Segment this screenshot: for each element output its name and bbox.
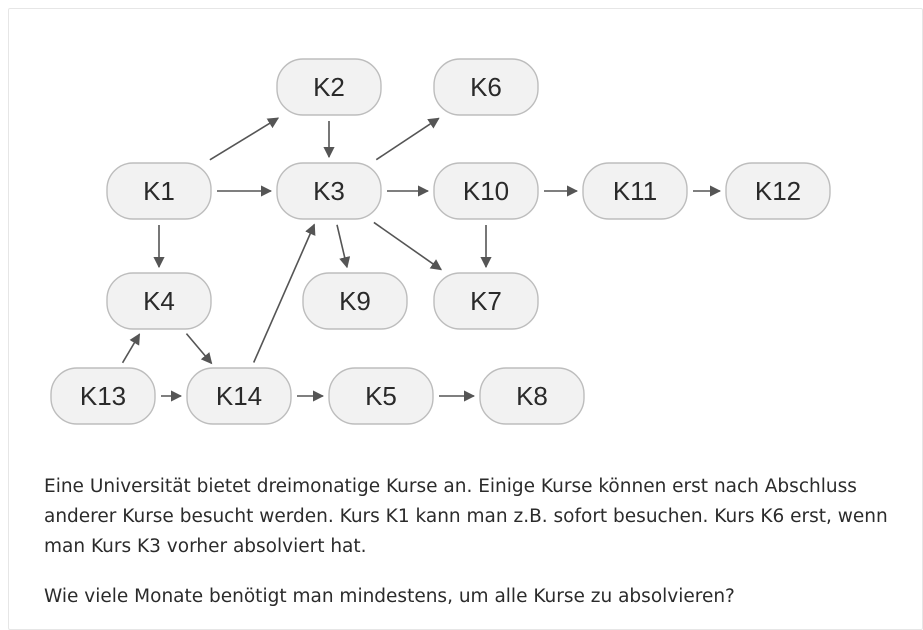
node-label: K13: [80, 381, 126, 411]
node-label: K8: [516, 381, 548, 411]
node-box: [186, 367, 292, 425]
node-label: K10: [463, 176, 509, 206]
node-k13: K13: [50, 367, 156, 425]
edge-k3-k9: [336, 224, 351, 269]
node-label: K11: [613, 176, 657, 206]
node-label: K5: [365, 381, 397, 411]
node-k9: K9: [302, 272, 408, 330]
node-box: [433, 272, 539, 330]
task-description: Eine Universität bietet dreimonatige Kur…: [44, 476, 888, 557]
node-label: K3: [313, 176, 345, 206]
node-box: [725, 162, 831, 220]
node-k8: K8: [479, 367, 585, 425]
node-label: K2: [313, 72, 345, 102]
node-box: [582, 162, 688, 220]
node-box: [276, 162, 382, 220]
node-k12: K12: [725, 162, 831, 220]
node-box: [433, 162, 539, 220]
edge-k4-k14: [185, 333, 213, 365]
node-k2: K2: [276, 58, 382, 116]
node-box: [106, 162, 212, 220]
node-box: [106, 272, 212, 330]
node-label: K7: [470, 286, 502, 316]
node-box: [50, 367, 156, 425]
node-k11: K11: [582, 162, 688, 220]
node-box: [328, 367, 434, 425]
edge-k3-k6: [375, 117, 440, 161]
edge-k14-k3: [252, 223, 316, 363]
node-box: [302, 272, 408, 330]
node-label: K1: [143, 176, 175, 206]
node-label: K14: [216, 381, 262, 411]
node-k7: K7: [433, 272, 539, 330]
edge-k1-k2: [209, 117, 280, 161]
node-k5: K5: [328, 367, 434, 425]
node-k14: K14: [186, 367, 292, 425]
node-box: [479, 367, 585, 425]
edge-k13-k4: [121, 333, 141, 364]
node-label: K6: [470, 72, 502, 102]
node-k1: K1: [106, 162, 212, 220]
node-label: K12: [755, 176, 801, 206]
node-k4: K4: [106, 272, 212, 330]
node-k10: K10: [433, 162, 539, 220]
node-k3: K3: [276, 162, 382, 220]
node-label: K4: [143, 286, 175, 316]
node-box: [276, 58, 382, 116]
task-question: Wie viele Monate benötigt man mindestens…: [44, 586, 735, 607]
edge-k3-k7: [373, 221, 443, 271]
task-text: Eine Universität bietet dreimonatige Kur…: [44, 472, 904, 612]
node-label: K9: [339, 286, 371, 316]
node-box: [433, 58, 539, 116]
node-k6: K6: [433, 58, 539, 116]
